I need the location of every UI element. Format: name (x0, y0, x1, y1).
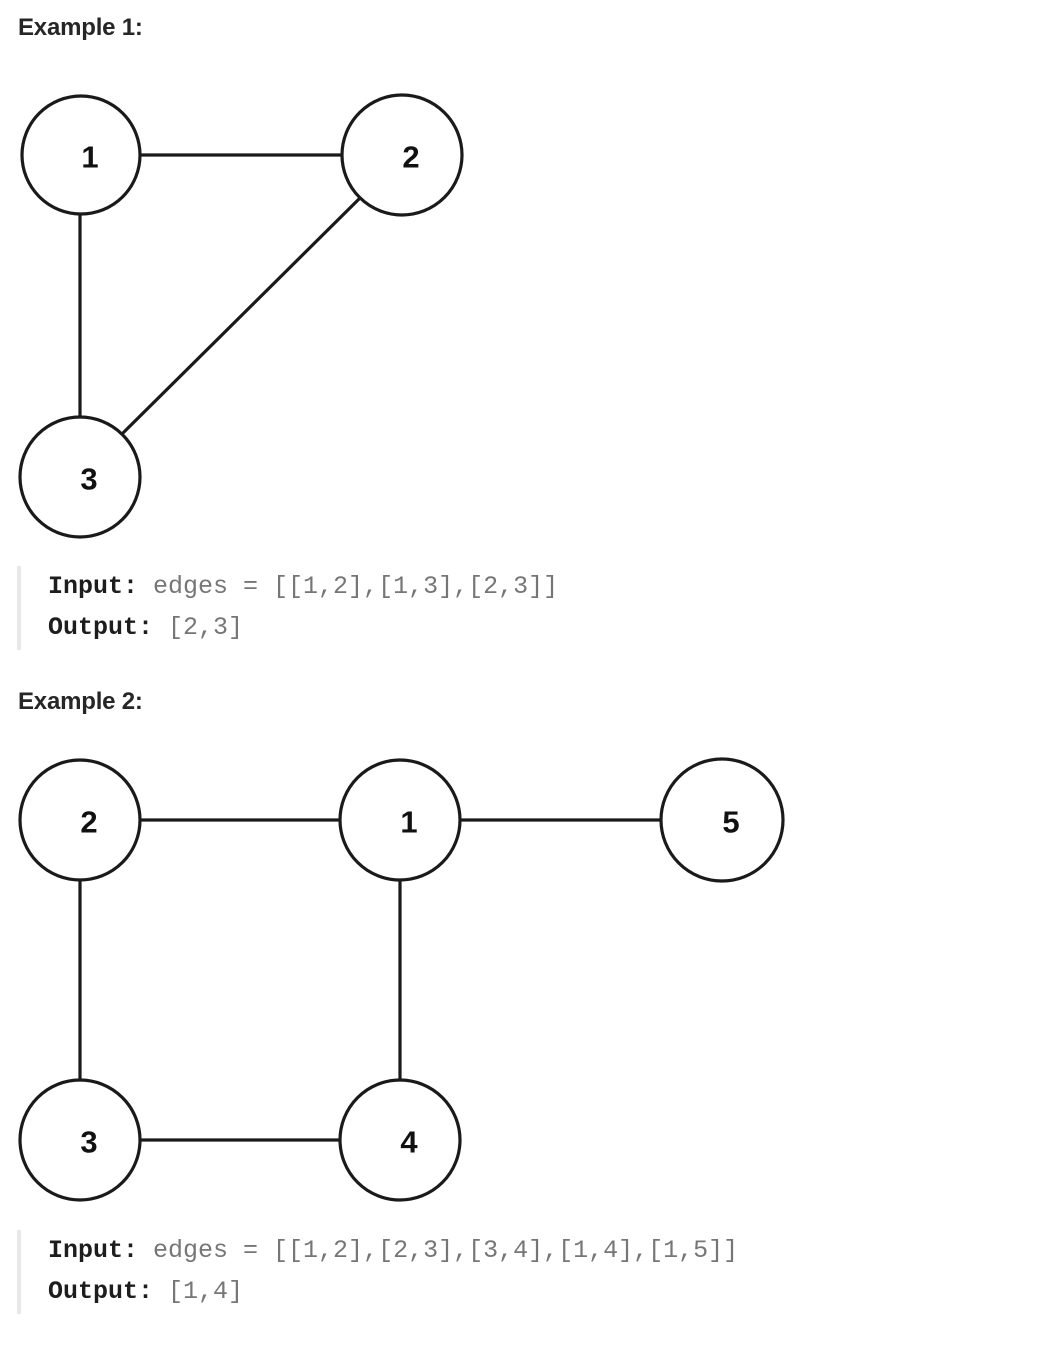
node-label-2: 2 (80, 805, 97, 840)
node-circle-1[interactable] (338, 758, 462, 882)
graph-node-2[interactable]: 2 (18, 758, 142, 882)
node-circle-1[interactable] (20, 94, 142, 216)
example-2-input-line: Input: edges = [[1,2],[2,3],[3,4],[1,4],… (48, 1230, 738, 1271)
example-2-code-block: Input: edges = [[1,2],[2,3],[3,4],[1,4],… (17, 1230, 738, 1314)
example-1-heading: Example 1: (18, 14, 143, 41)
node-circle-3[interactable] (18, 415, 142, 539)
node-label-5: 5 (722, 805, 739, 840)
example-2-graph-figure: 2 1 5 3 4 (0, 745, 820, 1225)
example-1-code-block: Input: edges = [[1,2],[1,3],[2,3]] Outpu… (17, 566, 558, 650)
output-value: [1,4] (153, 1277, 244, 1306)
node-label-1: 1 (81, 140, 98, 175)
graph-node-2[interactable]: 2 (340, 93, 464, 217)
input-label: Input: (48, 572, 139, 601)
example-2-output-line: Output: [1,4] (48, 1271, 738, 1312)
output-label: Output: (48, 1277, 154, 1306)
output-value: [2,3] (153, 613, 244, 642)
input-label: Input: (48, 1236, 139, 1265)
node-label-3: 3 (80, 1125, 97, 1160)
graph-node-5[interactable]: 5 (659, 757, 785, 883)
node-circle-4[interactable] (338, 1078, 462, 1202)
node-circle-5[interactable] (659, 757, 785, 883)
node-label-1: 1 (400, 805, 417, 840)
example-2-heading: Example 2: (18, 688, 143, 715)
input-value: [[1,2],[2,3],[3,4],[1,4],[1,5]] (273, 1236, 739, 1265)
example-1-output-line: Output: [2,3] (48, 607, 558, 648)
output-label: Output: (48, 613, 154, 642)
node-label-2: 2 (402, 140, 419, 175)
graph-node-1[interactable]: 1 (338, 758, 462, 882)
example-1-nodes: 1 2 3 (18, 93, 464, 539)
example-1-graph-figure: 1 2 3 (0, 80, 520, 550)
example-2-nodes: 2 1 5 3 4 (18, 757, 785, 1202)
graph-node-4[interactable]: 4 (338, 1078, 462, 1202)
edge-2-3 (120, 196, 362, 436)
node-circle-2[interactable] (18, 758, 142, 882)
node-circle-3[interactable] (18, 1078, 142, 1202)
node-label-4: 4 (400, 1125, 418, 1160)
example-2-edges (78, 818, 661, 1142)
input-variable: edges = (138, 572, 274, 601)
example-2-graph-svg: 2 1 5 3 4 (18, 757, 785, 1202)
graph-node-3[interactable]: 3 (18, 1078, 142, 1202)
example-1-input-line: Input: edges = [[1,2],[1,3],[2,3]] (48, 566, 558, 607)
graph-node-1[interactable]: 1 (20, 94, 142, 216)
example-1-graph-svg: 1 2 3 (18, 93, 464, 539)
example-1-edges (78, 153, 362, 436)
input-variable: edges = (138, 1236, 274, 1265)
graph-node-3[interactable]: 3 (18, 415, 142, 539)
node-circle-2[interactable] (340, 93, 464, 217)
input-value: [[1,2],[1,3],[2,3]] (273, 572, 559, 601)
node-label-3: 3 (80, 462, 97, 497)
